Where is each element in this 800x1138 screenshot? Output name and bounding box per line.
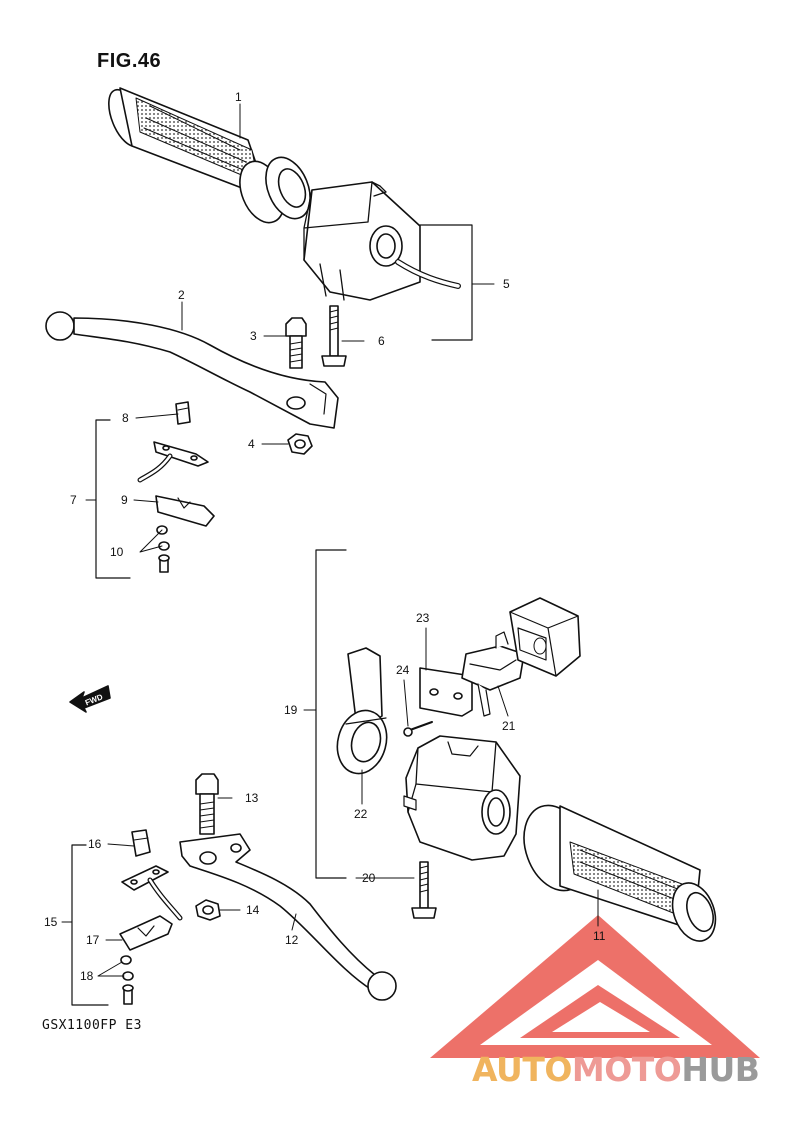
- cover-screw: [403, 721, 433, 737]
- clutch-lever: [179, 833, 397, 1001]
- starter-switch-module: [461, 631, 525, 717]
- left-switch-housing: [303, 181, 461, 301]
- callout-18: 18: [80, 969, 94, 983]
- callout-7: 7: [70, 493, 77, 507]
- clutch-switch-plate: [121, 865, 183, 921]
- callout-12: 12: [285, 933, 299, 947]
- lever-nut: [287, 433, 313, 455]
- model-code: GSX1100FP E3: [42, 1018, 142, 1033]
- callout-19: 19: [284, 703, 298, 717]
- clutch-switch-body: [119, 915, 173, 951]
- callout-20: 20: [362, 871, 376, 885]
- callout-21: 21: [502, 719, 516, 733]
- watermark-part-auto: AUTO: [472, 1050, 572, 1089]
- callout-5: 5: [503, 277, 510, 291]
- callout-2: 2: [178, 288, 185, 302]
- bracket-5: [419, 224, 473, 341]
- clutch-lever-nut: [195, 899, 221, 921]
- callout-1: 1: [235, 90, 242, 104]
- callout-9: 9: [121, 493, 128, 507]
- housing-screw-lower: [411, 861, 437, 919]
- clutch-pivot-bolt: [195, 773, 219, 835]
- callout-22: 22: [354, 807, 368, 821]
- starter-button-cover: [509, 597, 581, 677]
- brake-switch-plunger: [175, 401, 191, 425]
- right-switch-housing: [403, 735, 521, 861]
- callout-10: 10: [110, 545, 124, 559]
- callout-14: 14: [246, 903, 260, 917]
- callout-23: 23: [416, 611, 430, 625]
- clutch-switch-plunger: [131, 829, 151, 857]
- housing-screw-upper: [321, 305, 347, 367]
- callout-17: 17: [86, 933, 100, 947]
- fwd-arrow-icon: [69, 685, 111, 713]
- left-handlebar-grip: [108, 87, 311, 224]
- callout-11: 11: [593, 929, 606, 943]
- brake-switch-plate: [137, 441, 209, 483]
- callout-15: 15: [44, 915, 58, 929]
- callout-24: 24: [396, 663, 410, 677]
- bracket-7: [95, 419, 131, 579]
- fwd-label: FWD: [84, 692, 104, 707]
- brake-switch-body: [155, 495, 215, 527]
- throttle-pulley: [336, 647, 388, 775]
- right-throttle-grip: [523, 804, 717, 942]
- callout-13: 13: [245, 791, 259, 805]
- callout-3: 3: [250, 329, 257, 343]
- switch-screw-set-lower: [120, 955, 134, 1005]
- callout-8: 8: [122, 411, 129, 425]
- front-brake-lever: [45, 311, 339, 429]
- callout-6: 6: [378, 334, 385, 348]
- leader-lines: [61, 103, 599, 977]
- watermark-logo-text: AUTOMOTOHUB: [472, 1050, 760, 1089]
- watermark-part-hub: HUB: [681, 1050, 760, 1089]
- figure-title: FIG.46: [97, 50, 162, 72]
- watermark-logo-triangle: [430, 915, 760, 1058]
- callout-4: 4: [248, 437, 255, 451]
- callout-numbers: 1 2 3 4 5 6 7 8 9 10 11 12 13 14 15 16 1…: [44, 90, 606, 983]
- pivot-bolt: [285, 317, 307, 369]
- bracket-19: [315, 549, 347, 879]
- watermark-part-moto: MOTO: [571, 1050, 682, 1089]
- bracket-15: [71, 844, 109, 1006]
- callout-16: 16: [88, 837, 102, 851]
